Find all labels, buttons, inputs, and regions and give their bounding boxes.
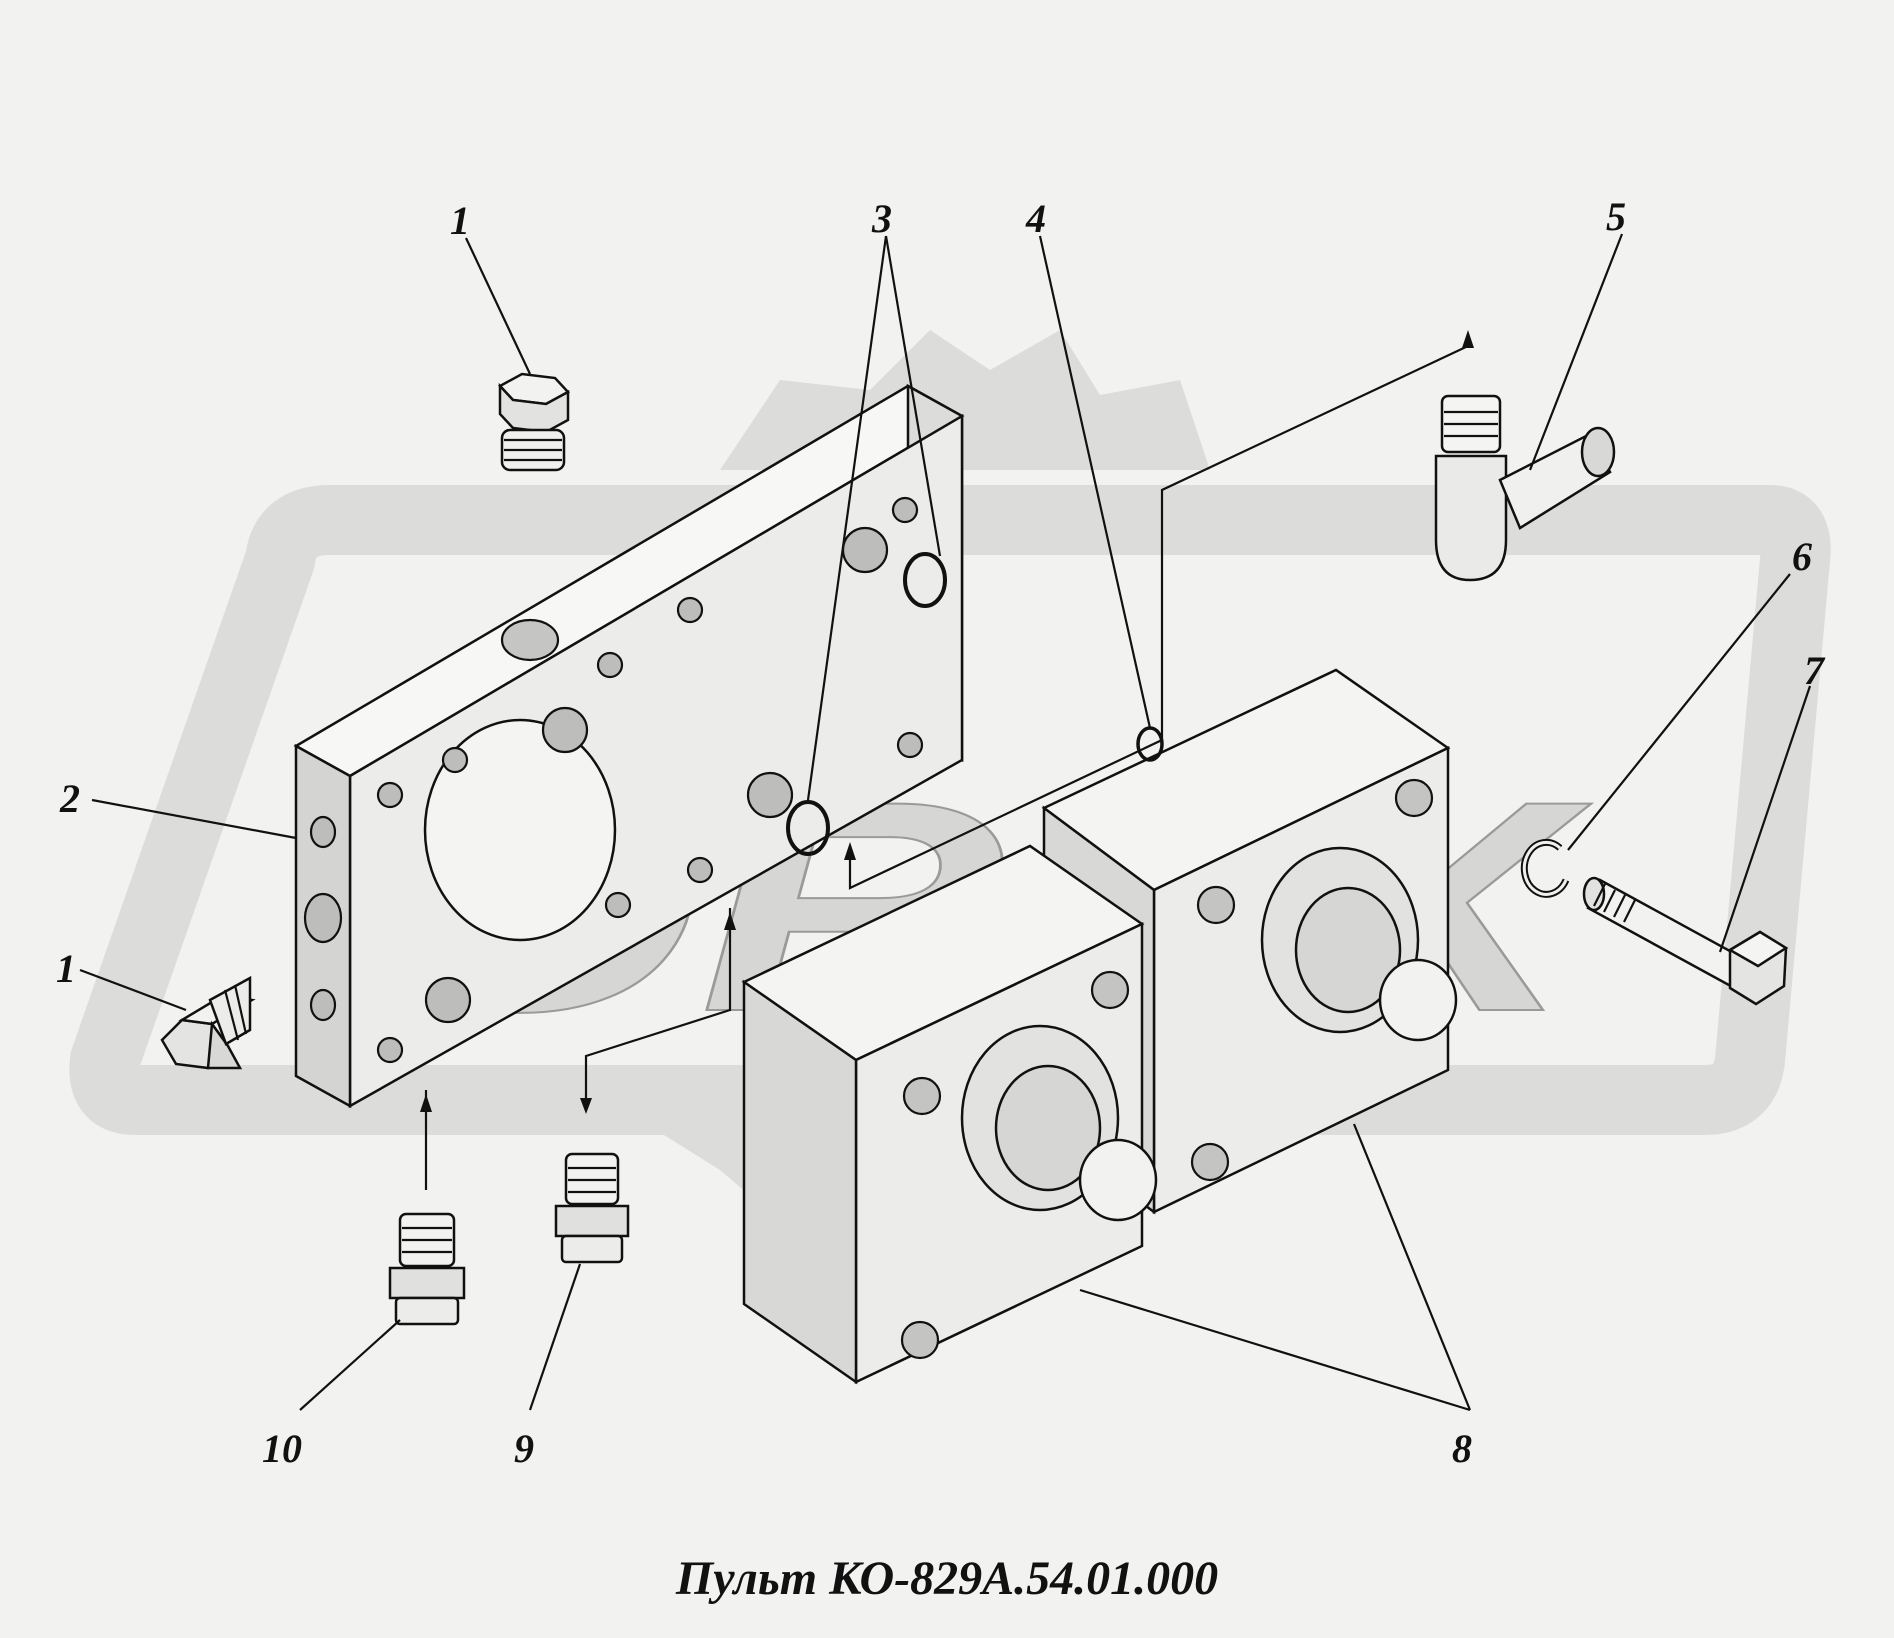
- elbow-fitting: [1434, 394, 1616, 582]
- watermark-gear-top: [720, 330, 1210, 470]
- bolt: [1582, 876, 1789, 1006]
- callout-1-left: 1: [56, 946, 76, 991]
- lock-washer: [1520, 838, 1570, 898]
- callout-1-top: 1: [450, 198, 470, 243]
- main-plate: [293, 383, 965, 1109]
- callout-6: 6: [1792, 534, 1812, 579]
- fitting-9: [554, 1152, 630, 1264]
- callout-3: 3: [871, 196, 892, 241]
- assembly-guide-lines: [424, 345, 1469, 1190]
- callout-10: 10: [262, 1426, 302, 1471]
- plug-top: [497, 372, 571, 472]
- callout-5: 5: [1606, 194, 1626, 239]
- fitting-10: [388, 1212, 466, 1326]
- plug-left: [160, 975, 256, 1070]
- callout-2: 2: [59, 776, 80, 821]
- callout-9: 9: [514, 1426, 534, 1471]
- drawing-caption: Пульт КО-829А.54.01.000: [675, 1552, 1218, 1605]
- pump-block-front: [741, 844, 1158, 1385]
- callout-4: 4: [1025, 196, 1046, 241]
- leader-lines: [79, 233, 1812, 1412]
- callout-labels: 1 1 2 3 4 5 6 7 8 9 10: [56, 194, 1826, 1471]
- guide-arrowheads: [420, 330, 1474, 1114]
- o-ring-upper: [903, 552, 947, 608]
- callout-8: 8: [1452, 1426, 1472, 1471]
- o-ring-lower: [786, 800, 830, 856]
- callout-7: 7: [1804, 648, 1826, 693]
